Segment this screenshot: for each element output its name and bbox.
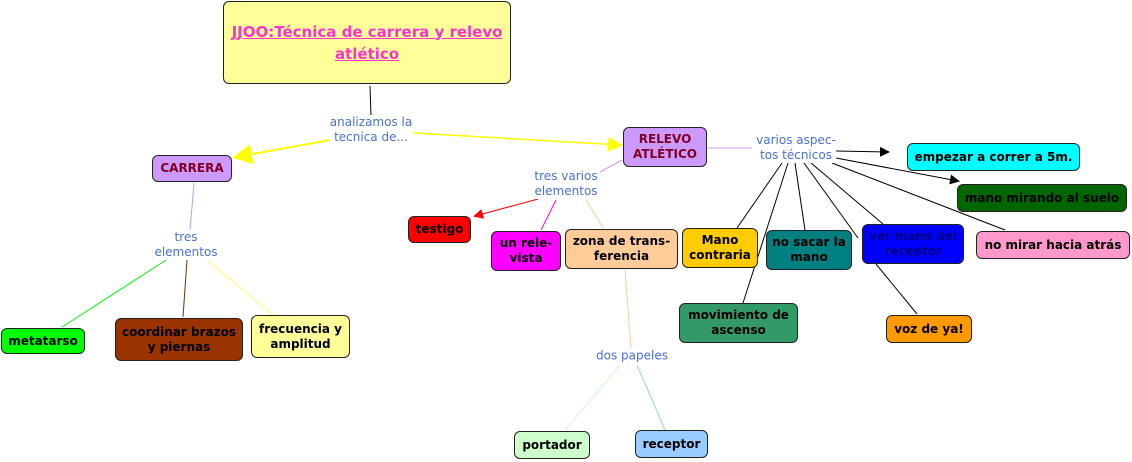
node-movimiento[interactable]: movimiento de ascenso: [679, 303, 798, 343]
node-ver-mano[interactable]: ver mano del receptor: [862, 224, 964, 264]
node-frecuencia[interactable]: frecuencia y amplitud: [251, 315, 350, 358]
map-title-node[interactable]: JJOO:Técnica de carrera y relevo atlétic…: [223, 1, 511, 84]
node-no-sacar[interactable]: no sacar la mano: [766, 230, 852, 270]
node-empezar[interactable]: empezar a correr a 5m.: [907, 143, 1080, 171]
node-testigo[interactable]: testigo: [408, 216, 471, 243]
node-mano-suelo[interactable]: mano mirando al suelo: [957, 184, 1127, 212]
link-dos-papeles[interactable]: dos papeles: [596, 348, 668, 364]
node-carrera[interactable]: CARRERA: [152, 155, 232, 182]
node-coordinar[interactable]: coordinar brazos y piernas: [115, 318, 243, 361]
node-portador[interactable]: portador: [514, 431, 590, 459]
node-no-mirar[interactable]: no mirar hacia atrás: [976, 231, 1130, 259]
node-receptor[interactable]: receptor: [635, 430, 708, 458]
node-relevista[interactable]: un rele-vista: [491, 231, 561, 271]
link-varios-aspectos[interactable]: varios aspec- tos técnicos: [756, 133, 836, 163]
node-zona-transferencia[interactable]: zona de trans-ferencia: [565, 229, 678, 269]
link-tres-elementos[interactable]: tres elementos: [154, 230, 218, 260]
node-mano-contraria[interactable]: Mano contraria: [682, 228, 758, 268]
link-tres-varios[interactable]: tres varios elementos: [534, 169, 598, 199]
node-metatarso[interactable]: metatarso: [1, 328, 85, 354]
node-voz[interactable]: voz de ya!: [886, 315, 972, 343]
node-relevo-atletico[interactable]: RELEVO ATLÉTICO: [623, 127, 707, 167]
link-analizamos[interactable]: analizamos la tecnica de...: [329, 115, 413, 145]
map-title: JJOO:Técnica de carrera y relevo atlétic…: [231, 22, 503, 63]
